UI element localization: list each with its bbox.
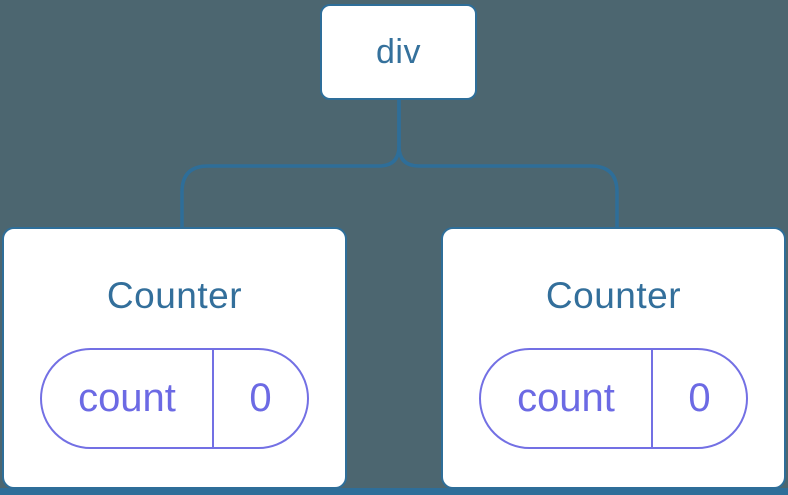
state-pill: count 0 [479, 348, 748, 449]
connector-right-branch [397, 100, 619, 227]
tree-node-root: div [320, 4, 477, 100]
bottom-edge-bar [0, 488, 788, 495]
state-key-label: count [42, 350, 214, 447]
component-title: Counter [545, 275, 682, 316]
root-node-label: div [376, 32, 421, 71]
tree-node-counter-left: Counter count 0 [2, 227, 347, 489]
state-key-label: count [481, 350, 653, 447]
state-value: 0 [249, 376, 272, 420]
tree-node-counter-right: Counter count 0 [441, 227, 786, 489]
connector-left-branch [180, 100, 401, 227]
state-value: 0 [688, 376, 711, 420]
component-title: Counter [106, 275, 243, 316]
state-pill: count 0 [40, 348, 309, 449]
